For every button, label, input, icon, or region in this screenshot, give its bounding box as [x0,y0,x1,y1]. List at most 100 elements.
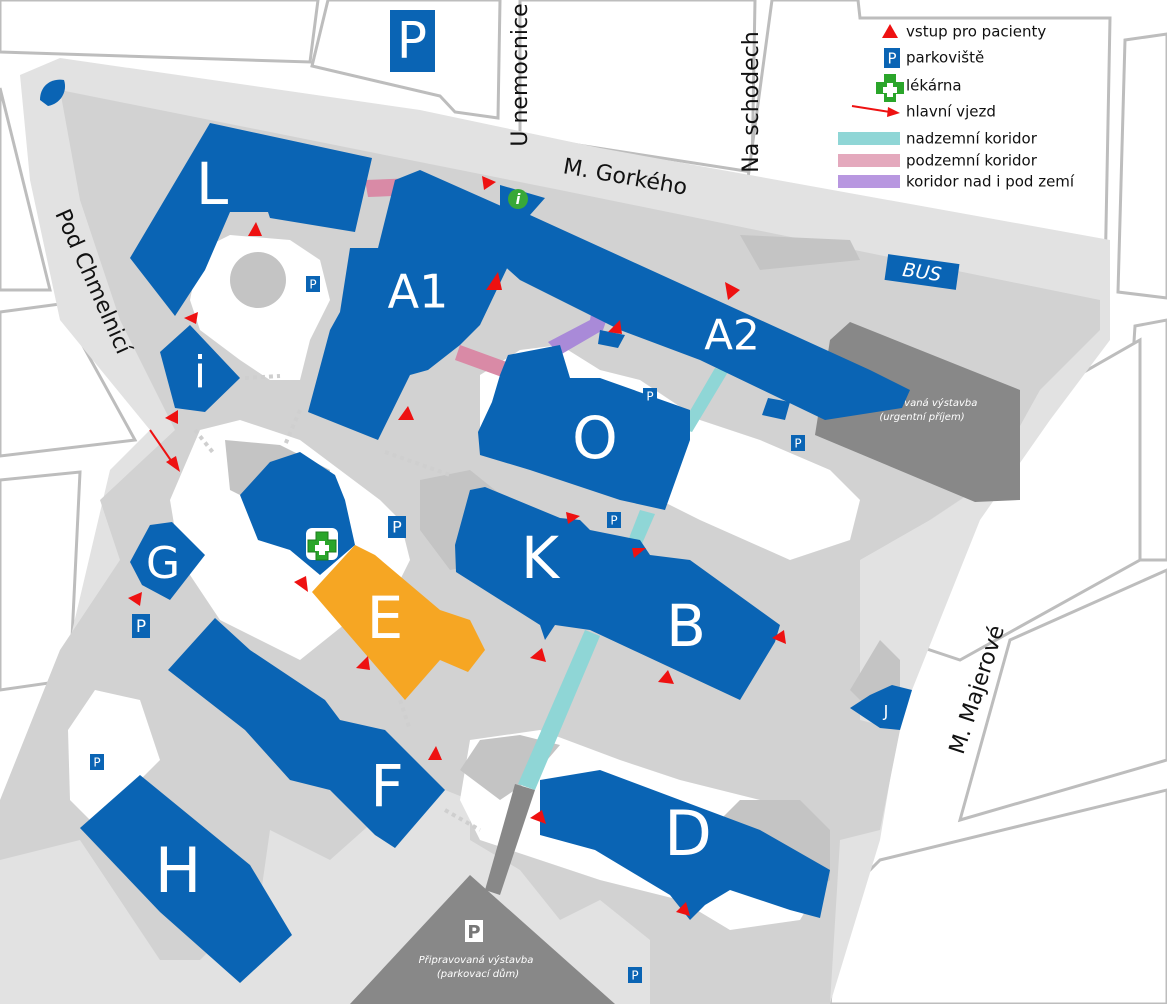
label-building-l: L [196,150,228,218]
corridor-above-a2 [680,368,728,432]
legend-item-pharmacy: lékárna [876,74,962,102]
legend-entrance-label: vstup pro pacienty [906,23,1046,41]
parking-icon [884,48,900,68]
entrance-triangle-icon [566,512,580,524]
entrance-triangle-icon [294,576,308,592]
label-building-b: B [666,592,706,660]
legend-corridor-above-label: nadzemní koridor [906,130,1038,148]
parking-big-letter: P [397,12,427,70]
parking-letter: P [794,437,801,451]
parking-letter: P [646,390,653,404]
building-a1 [308,170,555,440]
entrance-triangle-icon [530,648,546,662]
garage-parking-letter: P [467,922,480,943]
legend-parking-letter: P [887,50,896,68]
building-f-h [168,618,445,848]
building-o [478,345,690,510]
parking-icon: P [90,754,104,770]
parking-icon: P [390,10,435,72]
entrance-triangle-icon [128,592,142,606]
street-u-nemocnice: U nemocnice [508,3,533,146]
entrance-triangle-icon [398,406,414,420]
entrance-triangle-icon [184,312,198,324]
building-l [130,123,372,316]
building-h [80,775,292,983]
entrances [128,176,786,916]
main-entry-arrow-icon [149,429,180,472]
building-j [850,685,912,730]
label-building-h: H [155,834,202,907]
label-building-j: J [883,702,889,721]
legend-main-entry-label: hlavní vjezd [906,103,996,121]
entrance-triangle-icon [248,222,262,236]
building-a2 [500,185,910,420]
legend-item-corridor-below: podzemní koridor [838,152,1038,170]
entrance-triangle-icon [486,272,502,290]
parking-letter: P [610,514,617,528]
building-k-b [455,487,780,700]
entrance-triangle-icon [356,656,370,670]
legend-item-main-entry: hlavní vjezd [851,103,996,121]
building-labels: L A1 A2 i O G K E B F H D J [146,150,888,907]
blue-drop-icon [40,79,66,106]
corridor-underground-o [455,345,515,380]
planned-garage-area: P Připravovaná výstavba (parkovací dům) [350,875,615,1004]
street-na-schodech: Na schodech [739,31,764,172]
label-building-a1: A1 [388,265,449,319]
parking-letter: P [309,278,316,292]
legend-item-parking: P parkoviště [884,48,984,68]
label-building-a2: A2 [704,311,759,360]
bus-stop: BUS [884,254,960,290]
pharmacy-cross-icon [306,528,338,561]
label-building-o: O [572,404,618,472]
info-icon: i [508,189,528,209]
building-i [160,325,240,412]
building-e [312,545,485,700]
planned-garage-subtitle: (parkovací dům) [437,968,519,980]
bus-label: BUS [901,259,943,286]
parking-icon: P [628,967,642,983]
legend-corridor-both-label: koridor nad i pod zemí [906,173,1075,191]
building-d [540,770,830,920]
parking-icon: P [388,516,406,538]
legend-item-corridor-both: koridor nad i pod zemí [838,173,1075,191]
entrance-triangle-icon [428,746,442,760]
entrance-triangle-icon [608,320,622,334]
entrance-triangle-icon [165,410,178,424]
corridor-gray-d-garage [485,784,535,895]
label-building-f: F [370,752,403,820]
main-entry-arrow-icon [851,105,891,113]
label-building-e: E [367,584,404,652]
parking-letter: P [631,969,638,983]
parking-icon: P [306,276,320,292]
parking-signs: P P P P P P P P P [90,10,805,983]
entrance-triangle-icon [725,282,740,300]
legend-corridor-below-label: podzemní koridor [906,152,1038,170]
label-building-i: i [194,347,206,398]
parking-icon: P [643,388,657,404]
planned-urgent-subtitle: (urgentní příjem) [879,411,964,423]
planned-garage-title: Připravovaná výstavba [419,954,534,966]
info-letter: i [516,192,521,208]
label-building-k: K [521,524,561,592]
entrance-triangle-icon [658,670,674,684]
legend-item-corridor-above: nadzemní koridor [838,130,1038,148]
label-building-g: G [146,538,180,589]
footpaths [193,374,481,832]
parking-letter: P [93,756,100,770]
parking-letter: P [136,617,146,637]
entrance-triangle-icon [676,902,690,916]
parking-icon: P [132,614,150,638]
entrance-triangle-icon [482,176,496,190]
label-building-d: D [664,797,712,870]
building-a2-annex [598,330,625,348]
entrance-triangle-icon [772,630,786,644]
legend-parking-label: parkoviště [906,49,984,67]
entrance-triangle-icon [632,548,646,558]
legend: vstup pro pacienty P parkoviště lékárna … [838,23,1075,191]
parking-icon: P [607,512,621,528]
entrance-triangle-icon [530,810,546,824]
legend-pharmacy-label: lékárna [906,77,962,95]
parking-icon: P [791,435,805,451]
legend-item-entrance: vstup pro pacienty [882,23,1046,41]
